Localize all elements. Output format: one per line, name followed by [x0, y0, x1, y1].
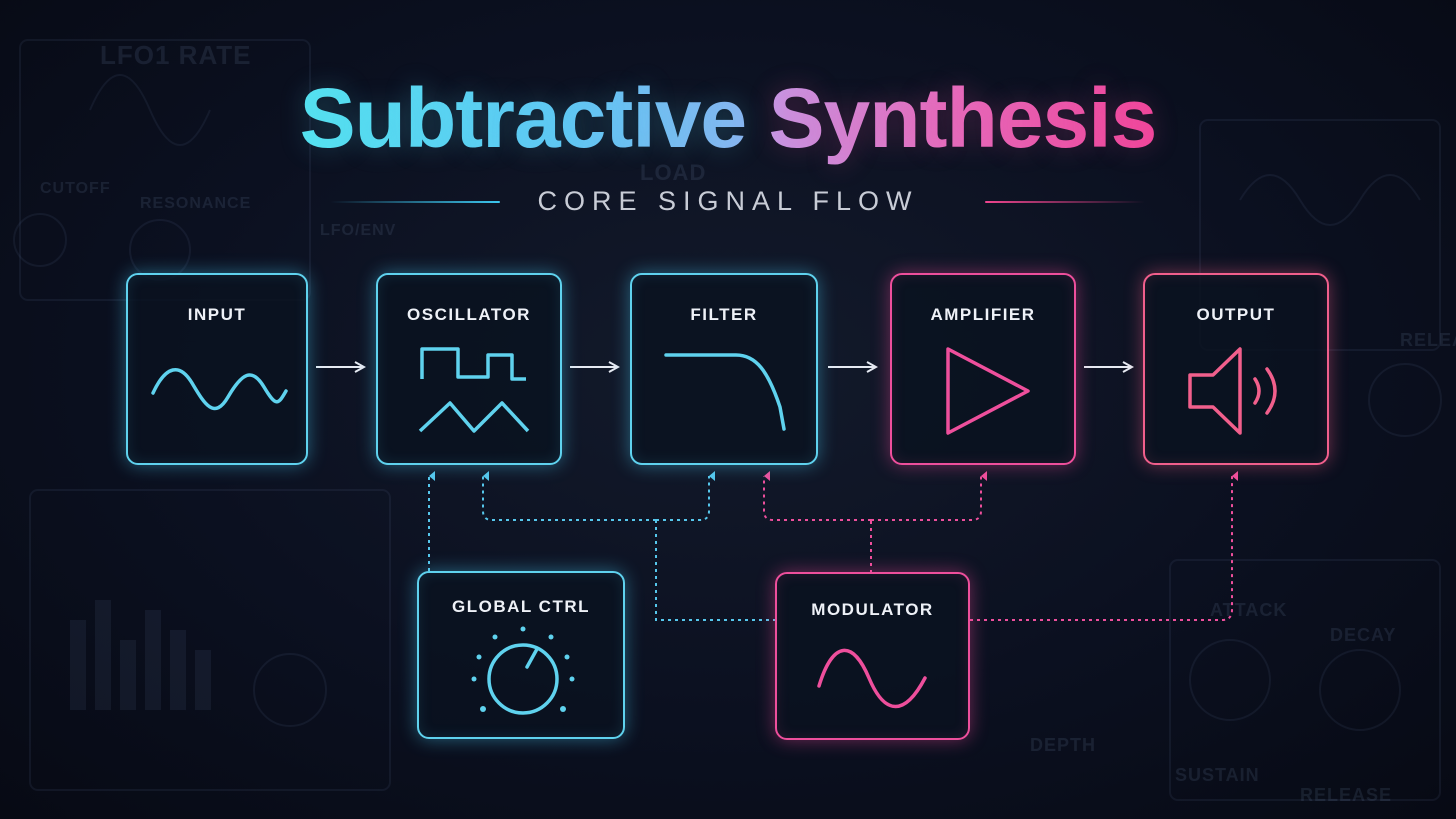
- node-global-ctrl-label: GLOBAL CTRL: [451, 597, 590, 616]
- knob-icon: [471, 626, 575, 715]
- node-modulator-label: MODULATOR: [811, 600, 934, 619]
- sine-wave-icon: [817, 648, 927, 709]
- node-filter[interactable]: FILTER: [630, 273, 818, 465]
- connector-bus-to-filter-pink: [763, 471, 871, 521]
- bg-label-load: LOAD: [640, 160, 707, 185]
- bg-label-depth: DEPTH: [1030, 735, 1097, 755]
- bg-label-release-top: RELEASE: [1400, 330, 1456, 350]
- square-triangle-wave-icon: [418, 347, 530, 433]
- node-amplifier[interactable]: AMPLIFIER: [890, 273, 1076, 465]
- subtitle-rule-left: [330, 201, 500, 203]
- bg-label-lfo-mid: LFO/ENV: [320, 222, 397, 239]
- bg-label-sustain: SUSTAIN: [1175, 765, 1260, 785]
- page-subtitle: CORE SIGNAL FLOW: [537, 186, 919, 216]
- sine-wave-icon: [151, 367, 288, 411]
- connector-bus-to-oscillator: [482, 471, 656, 521]
- node-input[interactable]: INPUT: [126, 273, 308, 465]
- node-amplifier-label: AMPLIFIER: [930, 305, 1036, 324]
- speaker-icon: [1188, 347, 1277, 435]
- node-filter-label: FILTER: [690, 305, 758, 324]
- triangle-play-icon: [946, 347, 1030, 435]
- bg-label-cutoff: CUTOFF: [40, 180, 111, 197]
- bg-label-resonance: RESONANCE: [140, 195, 252, 212]
- node-oscillator[interactable]: OSCILLATOR: [376, 273, 562, 465]
- bg-label-decay: DECAY: [1330, 625, 1397, 645]
- node-output-label: OUTPUT: [1196, 305, 1276, 324]
- node-input-label: INPUT: [187, 305, 247, 324]
- connector-bus-to-filter: [656, 471, 715, 521]
- node-output[interactable]: OUTPUT: [1143, 273, 1329, 465]
- node-global-ctrl[interactable]: GLOBAL CTRL: [417, 571, 625, 739]
- connector-modulator-to-oscillator-filter: [655, 520, 776, 621]
- bg-label-attack: ATTACK: [1210, 600, 1288, 620]
- subtitle-rule-right: [985, 201, 1145, 203]
- node-oscillator-label: OSCILLATOR: [407, 305, 531, 324]
- connector-modulator-to-output: [970, 471, 1238, 621]
- lowpass-curve-icon: [664, 353, 786, 431]
- connector-bus-to-amplifier: [871, 471, 987, 521]
- page-title: Subtractive Synthesis: [0, 70, 1456, 166]
- node-modulator[interactable]: MODULATOR: [775, 572, 970, 740]
- title-word-synthesis: Synthesis: [768, 71, 1158, 165]
- bg-label-lfo: LFO1 RATE: [100, 40, 252, 70]
- title-word-subtractive: Subtractive: [299, 71, 747, 165]
- bg-label-release: RELEASE: [1300, 785, 1393, 805]
